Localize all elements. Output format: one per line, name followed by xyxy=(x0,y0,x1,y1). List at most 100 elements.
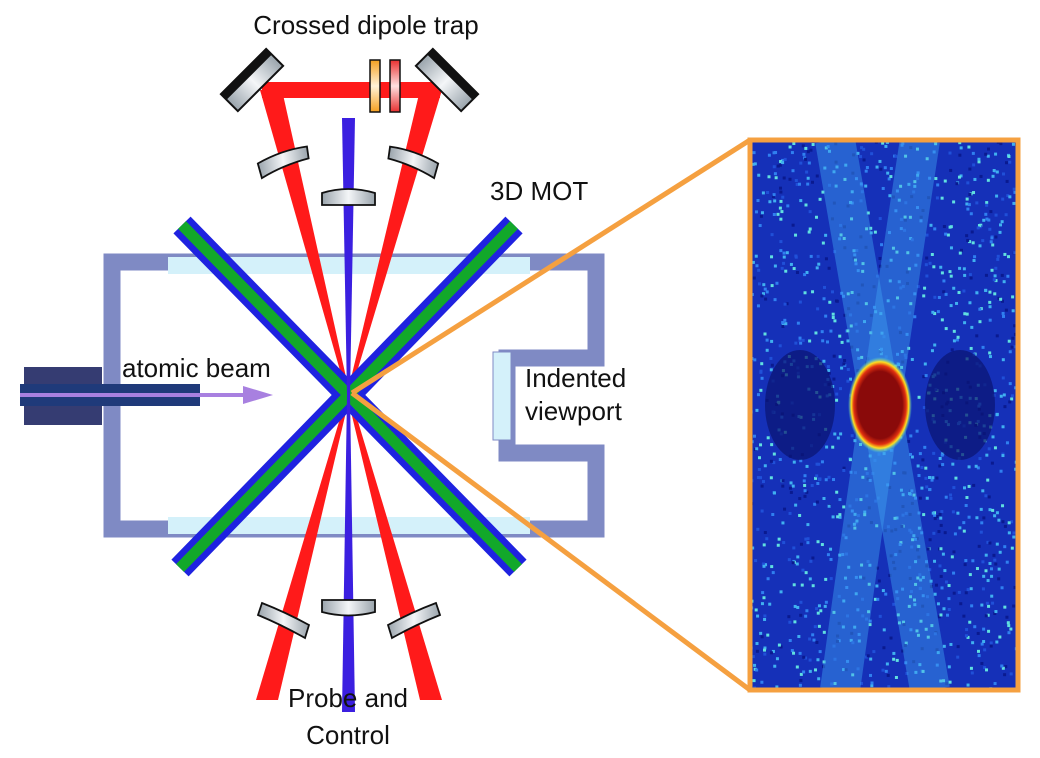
image-speckle xyxy=(910,501,914,505)
image-speckle xyxy=(978,307,982,311)
image-speckle xyxy=(1012,187,1016,191)
image-speckle xyxy=(805,170,809,174)
image-speckle xyxy=(942,679,946,683)
image-speckle xyxy=(754,608,758,612)
image-speckle xyxy=(966,635,970,639)
image-speckle xyxy=(933,517,937,521)
image-speckle xyxy=(837,639,841,643)
image-speckle xyxy=(988,355,992,359)
image-speckle xyxy=(978,320,982,324)
image-speckle xyxy=(845,585,849,589)
image-speckle xyxy=(792,546,796,550)
image-speckle xyxy=(755,649,759,653)
image-speckle xyxy=(907,182,911,186)
image-speckle xyxy=(932,451,936,455)
image-speckle xyxy=(753,162,757,166)
image-speckle xyxy=(934,142,938,146)
image-speckle xyxy=(852,522,856,526)
image-speckle xyxy=(920,647,924,651)
image-speckle xyxy=(864,467,868,471)
image-speckle xyxy=(760,484,764,488)
image-speckle xyxy=(842,505,846,509)
image-speckle xyxy=(839,223,843,227)
image-speckle xyxy=(939,679,943,683)
image-speckle xyxy=(754,254,758,258)
image-speckle xyxy=(833,682,837,686)
image-speckle xyxy=(804,537,808,541)
image-speckle xyxy=(942,607,946,611)
image-speckle xyxy=(988,290,992,294)
image-speckle xyxy=(976,466,980,470)
image-speckle xyxy=(838,515,842,519)
image-speckle xyxy=(990,574,994,578)
image-speckle xyxy=(949,493,953,497)
image-speckle xyxy=(899,227,903,231)
image-speckle xyxy=(1013,332,1017,336)
image-speckle xyxy=(895,658,899,662)
image-speckle xyxy=(1012,201,1016,205)
image-speckle xyxy=(986,478,990,482)
image-speckle xyxy=(1012,345,1016,349)
image-speckle xyxy=(782,261,786,265)
image-speckle xyxy=(826,553,830,557)
image-speckle xyxy=(783,507,787,511)
image-speckle xyxy=(930,349,934,353)
image-speckle xyxy=(908,595,912,599)
image-speckle xyxy=(868,623,872,627)
image-speckle xyxy=(949,246,953,250)
image-speckle xyxy=(981,239,985,243)
image-speckle xyxy=(827,368,831,372)
image-speckle xyxy=(981,489,985,493)
image-speckle xyxy=(859,575,863,579)
image-speckle xyxy=(824,146,828,150)
image-speckle xyxy=(915,536,919,540)
image-speckle xyxy=(917,555,921,559)
image-speckle xyxy=(850,217,854,221)
image-speckle xyxy=(944,495,948,499)
image-speckle xyxy=(945,682,949,686)
image-speckle xyxy=(768,602,772,606)
image-speckle xyxy=(925,256,929,260)
image-speckle xyxy=(882,335,886,339)
image-speckle xyxy=(844,163,848,167)
image-speckle xyxy=(964,504,968,508)
image-speckle xyxy=(909,590,913,594)
image-speckle xyxy=(773,172,777,176)
image-speckle xyxy=(751,546,755,550)
image-speckle xyxy=(827,475,831,479)
image-speckle xyxy=(886,171,890,175)
image-speckle xyxy=(751,260,755,264)
image-speckle xyxy=(949,274,953,278)
image-speckle xyxy=(763,617,767,621)
image-speckle xyxy=(906,282,910,286)
image-speckle xyxy=(885,264,889,268)
image-speckle xyxy=(854,592,858,596)
image-speckle xyxy=(932,531,936,535)
image-speckle xyxy=(925,595,929,599)
image-speckle xyxy=(928,488,932,492)
image-speckle xyxy=(816,611,820,615)
image-speckle xyxy=(966,181,970,185)
image-speckle xyxy=(798,300,802,304)
image-speckle xyxy=(992,553,996,557)
image-speckle xyxy=(762,543,766,547)
image-speckle xyxy=(900,365,904,369)
image-speckle xyxy=(935,514,939,518)
image-speckle xyxy=(813,502,817,506)
image-speckle xyxy=(760,362,764,366)
image-speckle xyxy=(928,568,932,572)
image-speckle xyxy=(1007,624,1011,628)
image-speckle xyxy=(916,171,920,175)
image-speckle xyxy=(816,307,820,311)
image-speckle xyxy=(882,452,886,456)
image-speckle xyxy=(799,341,803,345)
image-speckle xyxy=(802,152,806,156)
image-speckle xyxy=(779,240,783,244)
image-speckle xyxy=(848,458,852,462)
image-speckle xyxy=(760,211,764,215)
image-speckle xyxy=(794,233,798,237)
image-speckle xyxy=(759,369,763,373)
image-speckle xyxy=(995,412,999,416)
image-speckle xyxy=(925,233,929,237)
image-speckle xyxy=(806,541,810,545)
